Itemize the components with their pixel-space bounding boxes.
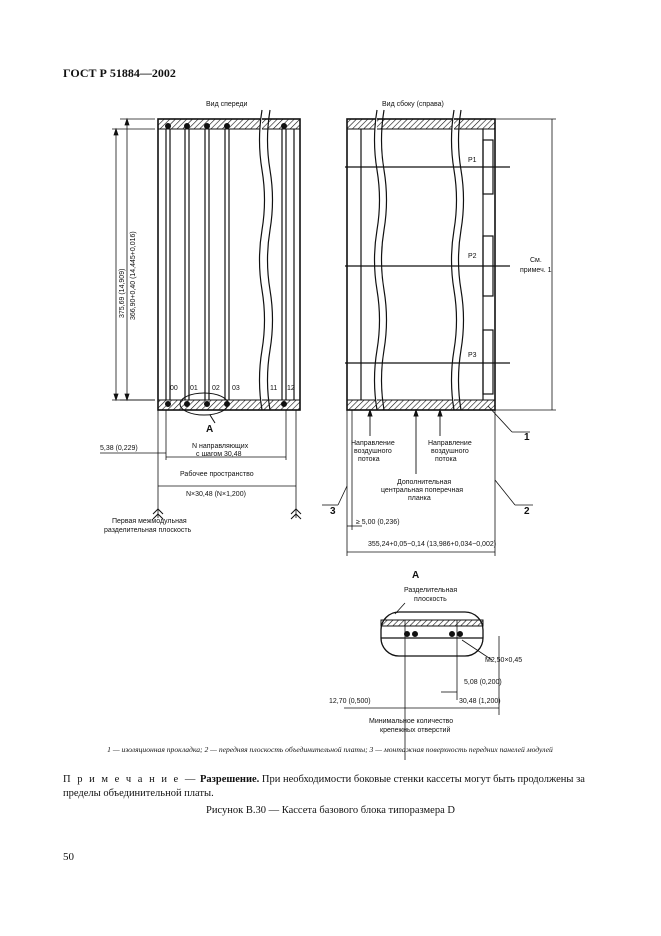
front-view-title: Вид спереди [206,101,248,108]
airflow-left: потока [358,456,380,463]
bottom-dimensions [100,410,297,518]
detail-a: A Разделительная плоскость M2,50×0,45 5,… [329,570,522,760]
chevron-right-icon [290,508,302,520]
slot-label: 03 [232,385,240,392]
sep-plane-2: плоскость [414,596,447,603]
detail-a-label: A [206,424,213,435]
center-plank: Дополнительная [397,479,451,486]
page-number: 50 [63,851,74,863]
detail-a-marker [179,392,229,416]
figure-legend: 1 — изоляционная прокладка; 2 — передняя… [107,745,553,754]
note-bold: Разрешение. [199,774,260,785]
break-line-left [258,109,266,411]
bottom-screws [165,401,287,407]
connector-p2: P2 [468,253,477,260]
airflow-right: потока [435,456,457,463]
left-offset-dim: 5,38 (0,229) [100,445,138,452]
height-dimensions [112,117,155,402]
guide-rails [165,129,295,400]
guides-line2: с шагом 30,48 [196,451,242,458]
airflow-right: Направление [428,440,472,447]
dim-right: 30,48 (1,200) [459,698,501,705]
front-frame [157,118,301,411]
note-text: При необходимости боковые стенки кассеты… [63,774,585,799]
detail-a-outline [380,611,484,657]
dim-small: 5,08 (0,200) [464,679,502,686]
side-view: Вид сбоку (справа) P1 P2 P3 См. примеч. … [322,100,556,556]
depth-dim: 355,24+0,05−0,14 (13,986+0,034−0,002) [368,541,496,548]
callout-3: 3 [330,506,336,517]
slot-label: 02 [212,385,220,392]
figure-note: П р и м е ч а н и е — Разрешение. При не… [63,773,599,801]
side-view-title: Вид сбоку (справа) [382,100,444,108]
holes-line2: крепежных отверстий [380,726,450,734]
chevron-left-icon [152,508,164,520]
callout-2: 2 [524,506,530,517]
center-plank: центральная поперечная [381,487,463,494]
document-header: ГОСТ Р 51884—2002 [63,66,176,80]
slot-label: 01 [190,385,198,392]
center-plank: планка [408,495,431,502]
side-top-plate [346,118,496,130]
connectors [345,139,510,395]
detail-a-title: A [412,570,419,581]
note-label: П р и м е ч а н и е — [63,774,198,785]
note-ref-2: примеч. 1 [520,267,552,274]
height-dim-label: 375,69 (14,909) [119,269,126,318]
holes-line1: Минимальное количество [369,718,453,725]
sep-plane-1: Разделительная [404,587,457,594]
screw-label: M2,50×0,45 [485,657,522,664]
airflow-left: воздушного [354,448,392,455]
dim-left: 12,70 (0,500) [329,698,371,705]
inner-height-dim-label: 366,90+0,40 (14,445+0,016) [130,231,137,320]
slot-label: 11 [270,385,277,392]
min-dim: ≥ 5,00 (0,236) [356,519,400,526]
front-view: Вид спереди 00 [100,101,302,534]
slot-labels: 00 01 02 03 11 12 [170,385,295,392]
side-bottom-plate [346,399,496,411]
airflow-left: Направление [351,440,395,447]
plane-line1: Первая межмодульная [112,518,187,525]
slot-label: 12 [287,385,295,392]
connector-p3: P3 [468,352,477,359]
break-line-right [266,109,274,411]
figure-caption: Рисунок В.30 — Кассета базового блока ти… [206,805,455,816]
guides-line1: N направляющих [192,443,249,450]
airflow-right: воздушного [431,448,469,455]
workspace-dim: N×30,48 (N×1,200) [186,491,246,498]
note-ref-1: См. [530,257,542,264]
slot-label: 00 [170,385,178,392]
top-screws [165,123,287,129]
callout-1: 1 [524,432,530,443]
connector-p1: P1 [468,157,477,164]
airflow-arrows [367,408,443,474]
plane-line2: разделительная плоскость [104,527,192,534]
workspace-label: Рабочее пространство [180,470,254,478]
